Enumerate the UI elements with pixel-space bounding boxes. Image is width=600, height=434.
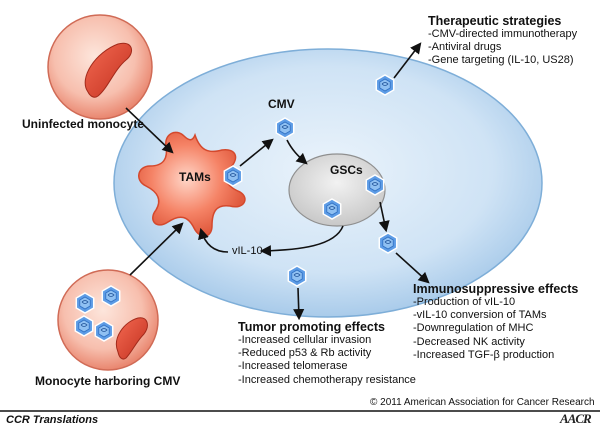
tumor-item: -Increased cellular invasion xyxy=(238,334,372,346)
virus-icon xyxy=(74,315,94,337)
arrow-infected-to-tam xyxy=(129,222,184,276)
immunosuppressive-item: -Increased TGF-β production xyxy=(413,348,555,361)
uninfected-monocyte-label: Uninfected monocyte xyxy=(22,117,145,131)
monocyte-cell-icon xyxy=(47,14,153,120)
virus-icon xyxy=(223,165,243,187)
immunosuppressive-block: Immunosuppressive effects -Production of… xyxy=(413,282,578,362)
cmv-label: CMV xyxy=(268,97,295,111)
virus-icon xyxy=(322,198,342,220)
arrow-tam-to-cmv xyxy=(239,138,274,167)
virus-icon xyxy=(101,285,121,307)
infected-monocyte-label: Monocyte harboring CMV xyxy=(35,374,181,388)
tumor-item: -Reduced p53 & Rb activity xyxy=(238,347,372,360)
arrow-gsc-to-vil10 xyxy=(259,225,344,257)
gsc-cell-icon xyxy=(288,153,386,227)
virus-icon xyxy=(375,74,395,96)
tumor-title: Tumor promoting effects xyxy=(238,320,385,334)
therapeutic-title: Therapeutic strategies xyxy=(428,14,562,28)
copyright-text: © 2011 American Association for Cancer R… xyxy=(370,397,595,408)
vil10-label: vIL-10 xyxy=(232,245,263,257)
arrow-virion-to-tumor xyxy=(293,287,305,321)
gscs-label: GSCs xyxy=(330,163,363,177)
arrow-virion-to-therapeutic xyxy=(393,42,422,79)
therapeutic-block: Therapeutic strategies -CMV-directed imm… xyxy=(428,14,577,68)
arrow-cmv-to-gsc xyxy=(286,139,308,165)
virus-icon xyxy=(75,292,95,314)
therapeutic-item: -CMV-directed immunotherapy xyxy=(428,28,578,40)
arrow-gsc-to-virion xyxy=(378,201,390,233)
aacr-logo: AACR xyxy=(560,411,592,426)
virus-icon xyxy=(287,265,307,287)
tams-label: TAMs xyxy=(179,170,211,184)
infected-monocyte-cell-icon xyxy=(57,269,159,371)
arrow-virion-to-immunosuppressive xyxy=(395,252,430,284)
immunosuppressive-item: -Production of vIL-10 xyxy=(413,296,516,308)
immunosuppressive-title: Immunosuppressive effects xyxy=(413,282,579,296)
arrow-vil10-to-tam xyxy=(198,227,229,253)
virus-icon xyxy=(275,117,295,139)
immunosuppressive-item: -Downregulation of MHC xyxy=(413,322,534,335)
tumor-block: Tumor promoting effects -Increased cellu… xyxy=(238,320,416,387)
virus-icon xyxy=(365,174,385,196)
therapeutic-item: -Antiviral drugs xyxy=(428,41,502,54)
footer-title: CCR Translations xyxy=(6,414,99,426)
virus-icon xyxy=(378,232,398,254)
therapeutic-item: -Gene targeting (IL-10, US28) xyxy=(428,54,574,67)
immunosuppressive-item: -vIL-10 conversion of TAMs xyxy=(413,309,547,322)
immunosuppressive-item: -Decreased NK activity xyxy=(413,335,525,348)
tumor-item: -Increased telomerase xyxy=(238,360,348,373)
tumor-item: -Increased chemotherapy resistance xyxy=(238,373,416,386)
virus-icon xyxy=(94,320,114,342)
arrow-uninfected-to-tam xyxy=(125,107,174,154)
